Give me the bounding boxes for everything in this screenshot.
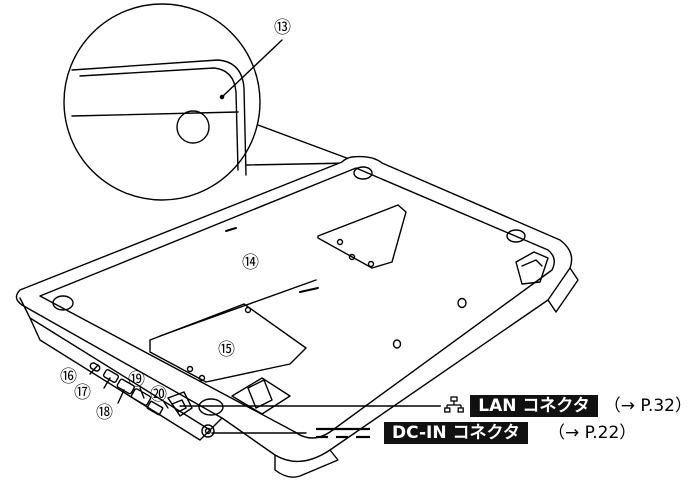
callout-19: ⑲ bbox=[128, 370, 145, 390]
callout-18-leader bbox=[117, 389, 125, 404]
dcin-page-reference: （→ P.22） bbox=[548, 423, 637, 443]
dcin-connector-label: DC-IN コネクタ bbox=[384, 422, 528, 444]
callout-16: ⑯ bbox=[60, 367, 77, 387]
callout-20-leader bbox=[163, 401, 169, 409]
magnifier-leader-bottom bbox=[246, 162, 353, 166]
callout-19-leader bbox=[139, 387, 145, 399]
callout-13-leader bbox=[221, 39, 283, 98]
magnifier-detail bbox=[63, 3, 261, 201]
laptop-body bbox=[15, 155, 579, 478]
callout-13: ⑬ bbox=[274, 18, 291, 38]
callout-18: ⑱ bbox=[96, 403, 113, 423]
lan-page-reference: （→ P.32） bbox=[603, 396, 692, 416]
callout-17: ⑰ bbox=[74, 383, 91, 403]
dc-power-icon bbox=[316, 427, 370, 439]
callout-14: ⑭ bbox=[242, 253, 259, 273]
callout-16-leader bbox=[89, 364, 99, 375]
magnifier-leader-top bbox=[257, 124, 353, 161]
callout-15: ⑮ bbox=[218, 340, 235, 360]
network-icon bbox=[444, 396, 465, 413]
lan-connector-label: LAN コネクタ bbox=[470, 395, 598, 417]
callout-17-leader bbox=[103, 377, 111, 389]
callout-20: ⑳ bbox=[150, 385, 167, 405]
